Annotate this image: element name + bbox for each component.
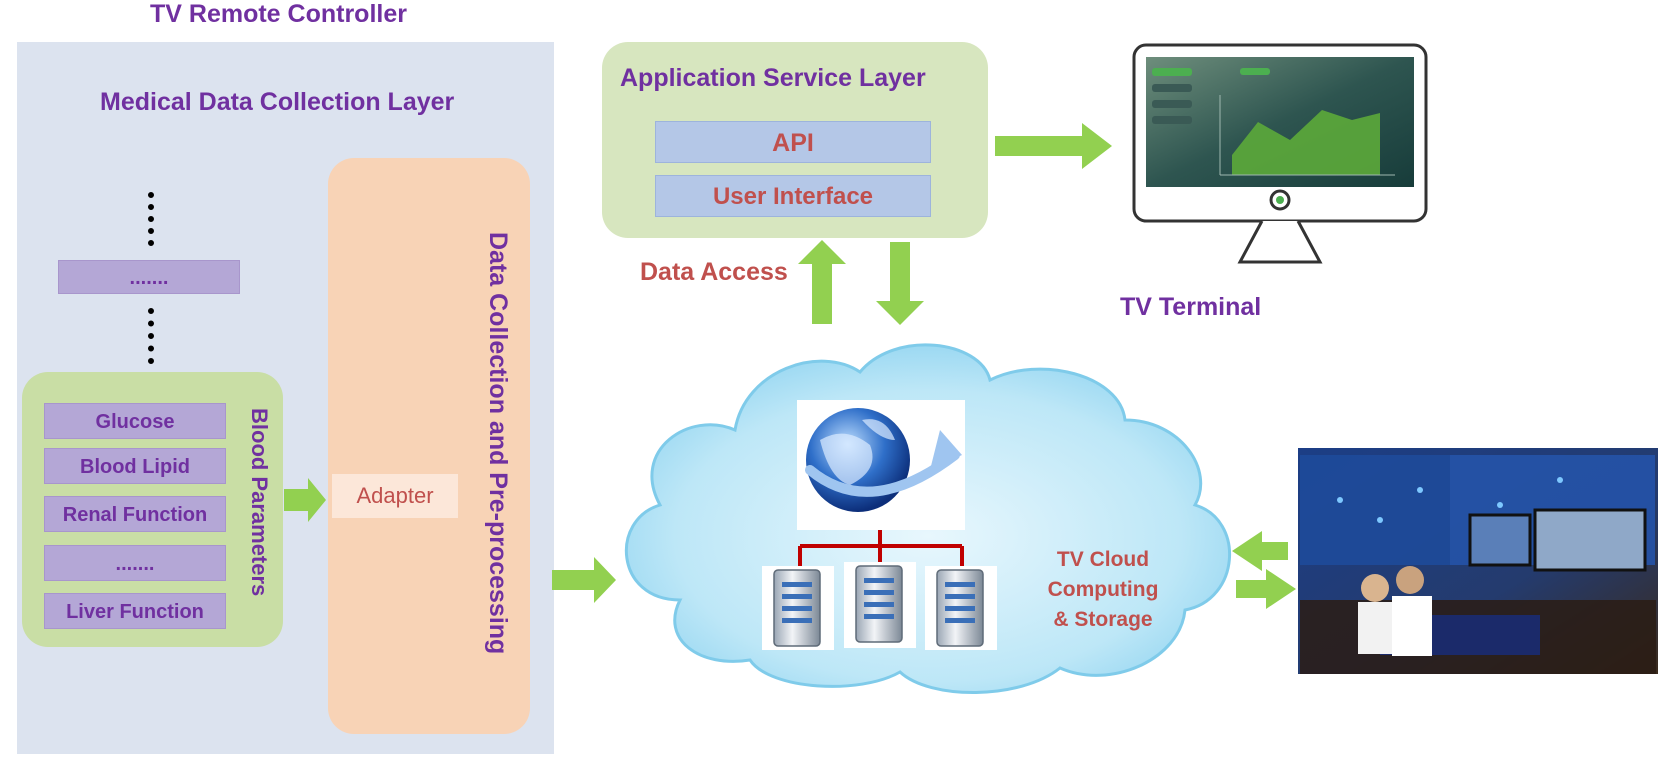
param-glucose: Glucose — [44, 403, 226, 439]
preprocessing-box — [328, 158, 530, 734]
param-blood-lipid: Blood Lipid — [44, 448, 226, 484]
adapter-box: Adapter — [332, 474, 458, 518]
server-icon-2 — [844, 562, 916, 648]
server-connector — [798, 530, 964, 566]
param-liver-function: Liver Function — [44, 593, 226, 629]
cloud-label-line1: TV Cloud Computing — [1047, 548, 1159, 601]
arrow-photo-to-cloud — [1232, 531, 1288, 571]
application-layer-title: Application Service Layer — [620, 64, 926, 92]
arrow-cloud-to-app-up — [798, 240, 846, 324]
vertical-ellipsis-top — [148, 192, 160, 246]
data-access-label: Data Access — [640, 258, 788, 286]
tv-remote-controller-title: TV Remote Controller — [150, 0, 407, 28]
arrow-preprocessing-to-cloud — [552, 557, 616, 603]
server-icon-3 — [925, 566, 997, 650]
tv-terminal-label: TV Terminal — [1120, 293, 1262, 321]
cloud-label-line2: & Storage — [1053, 608, 1153, 631]
api-bar: API — [655, 121, 931, 163]
control-room-photo — [1298, 448, 1658, 674]
param-renal-function: Renal Function — [44, 496, 226, 532]
placeholder-bar: ....... — [58, 260, 240, 294]
collection-layer-title: Medical Data Collection Layer — [100, 88, 455, 116]
vertical-ellipsis-bottom — [148, 308, 160, 364]
preprocessing-label: Data Collection and Pre-processing — [484, 232, 512, 655]
server-icon-1 — [762, 566, 834, 650]
arrow-app-to-cloud-down — [876, 242, 924, 325]
param-ellipsis: ....... — [44, 545, 226, 581]
blood-parameters-label: Blood Parameters — [247, 408, 272, 597]
arrow-cloud-to-photo — [1236, 569, 1296, 609]
user-interface-bar: User Interface — [655, 175, 931, 217]
globe-icon — [797, 400, 965, 530]
cloud-label: TV Cloud Computing & Storage — [1003, 545, 1203, 635]
tv-monitor-icon — [1132, 43, 1428, 264]
arrow-app-to-tv — [995, 123, 1112, 169]
arrow-blood-to-adapter — [284, 478, 326, 522]
